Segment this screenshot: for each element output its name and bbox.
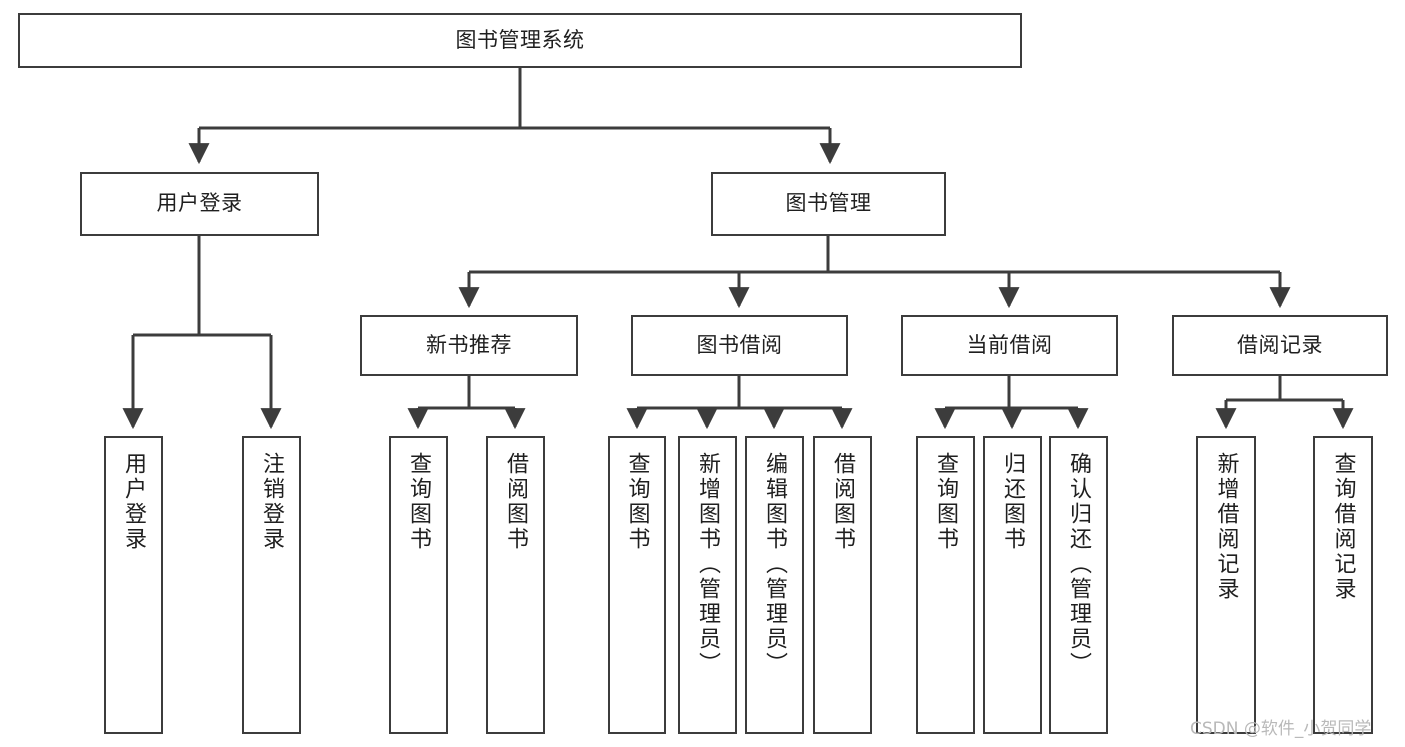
node-user-login[interactable]: 用户登录	[80, 172, 319, 236]
leaf-book-borrow-2[interactable]: 编辑图书（管理员）	[745, 436, 804, 734]
leaf-book-borrow-1[interactable]: 新增图书（管理员）	[678, 436, 737, 734]
leaf-current-borrow-1[interactable]: 归还图书	[983, 436, 1042, 734]
leaf-label: 查询图书	[406, 452, 432, 552]
leaf-label: 归还图书	[1000, 452, 1026, 552]
leaf-label: 新增借阅记录	[1213, 452, 1239, 602]
leaf-label: 确认归还（管理员）	[1066, 452, 1092, 677]
node-current-borrow[interactable]: 当前借阅	[901, 315, 1118, 376]
leaf-new-book-recommend-0[interactable]: 查询图书	[389, 436, 448, 734]
leaf-borrow-record-1[interactable]: 查询借阅记录	[1313, 436, 1373, 734]
leaf-label: 查询借阅记录	[1330, 452, 1356, 602]
node-label: 当前借阅	[966, 332, 1053, 357]
leaf-new-book-recommend-1[interactable]: 借阅图书	[486, 436, 545, 734]
node-new-book-recommend[interactable]: 新书推荐	[360, 315, 578, 376]
node-label: 借阅记录	[1237, 332, 1323, 357]
leaf-label: 注销登录	[259, 452, 285, 552]
node-label: 图书借阅	[696, 332, 783, 357]
leaf-label: 查询图书	[624, 452, 650, 552]
leaf-current-borrow-2[interactable]: 确认归还（管理员）	[1049, 436, 1108, 734]
node-root-system[interactable]: 图书管理系统	[18, 13, 1022, 68]
leaf-book-borrow-0[interactable]: 查询图书	[608, 436, 666, 734]
node-label: 新书推荐	[426, 332, 512, 357]
leaf-borrow-record-0[interactable]: 新增借阅记录	[1196, 436, 1256, 734]
node-borrow-record[interactable]: 借阅记录	[1172, 315, 1388, 376]
leaf-user-login-1[interactable]: 注销登录	[242, 436, 301, 734]
leaf-label: 借阅图书	[830, 452, 856, 552]
node-book-borrow[interactable]: 图书借阅	[631, 315, 848, 376]
leaf-label: 用户登录	[121, 452, 147, 552]
csdn-watermark: CSDN @软件_小贺同学	[1190, 719, 1372, 739]
leaf-current-borrow-0[interactable]: 查询图书	[916, 436, 975, 734]
node-label: 图书管理	[785, 191, 872, 216]
node-book-manage[interactable]: 图书管理	[711, 172, 946, 236]
leaf-label: 查询图书	[933, 452, 959, 552]
node-label: 用户登录	[156, 191, 243, 216]
leaf-label: 新增图书（管理员）	[695, 452, 721, 677]
leaf-book-borrow-3[interactable]: 借阅图书	[813, 436, 872, 734]
node-label: 图书管理系统	[455, 27, 585, 52]
leaf-user-login-0[interactable]: 用户登录	[104, 436, 163, 734]
leaf-label: 借阅图书	[503, 452, 529, 552]
leaf-label: 编辑图书（管理员）	[762, 452, 788, 677]
